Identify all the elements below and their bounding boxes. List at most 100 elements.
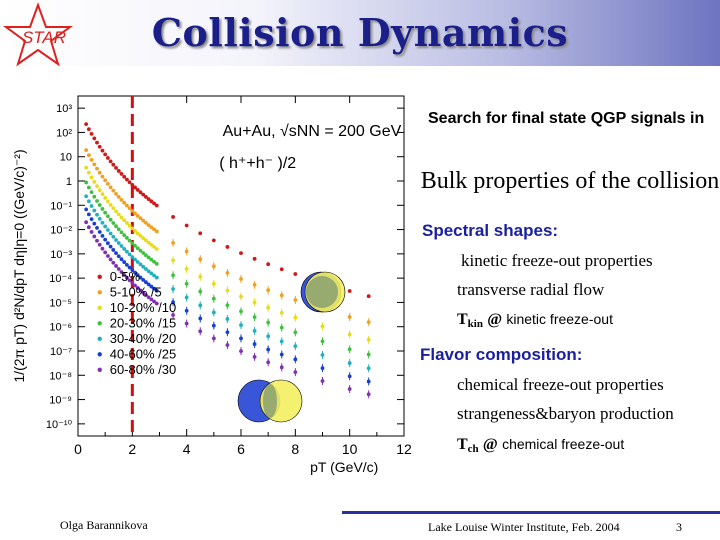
- data-point: [95, 140, 99, 145]
- data-point: [89, 217, 94, 222]
- data-point: [133, 211, 137, 216]
- data-point: [130, 255, 135, 259]
- data-point: [135, 286, 140, 290]
- data-point: [125, 275, 129, 280]
- data-point: [100, 233, 105, 238]
- data-point: [103, 224, 108, 229]
- data-point: [114, 251, 118, 256]
- data-point: [152, 201, 156, 206]
- data-point: [122, 260, 127, 264]
- legend-label: 40-60% /25: [110, 346, 177, 361]
- data-point: [133, 270, 137, 275]
- data-point: [89, 175, 94, 180]
- data-point: [293, 272, 298, 276]
- data-point: [119, 257, 124, 262]
- data-point: [127, 278, 132, 283]
- data-point: [152, 299, 156, 304]
- footer-divider: [342, 511, 720, 514]
- tch-subscript: ch: [467, 443, 479, 455]
- data-point: [103, 250, 108, 255]
- data-point: [119, 244, 124, 248]
- bulk-heading: Bulk properties of the collision: [420, 168, 720, 194]
- data-point: [127, 206, 132, 211]
- y-tick-label: 10⁻¹⁰: [46, 419, 73, 431]
- flavor-item-chemical: chemical freeze-out properties: [457, 375, 664, 394]
- data-point: [154, 301, 159, 306]
- data-point: [95, 199, 99, 203]
- data-point: [119, 197, 124, 202]
- data-point: [100, 207, 105, 211]
- data-point: [103, 237, 108, 242]
- data-point: [108, 231, 113, 236]
- y-tick-label: 10⁻⁶: [49, 322, 72, 334]
- data-point: [149, 297, 154, 302]
- data-point: [146, 223, 151, 228]
- x-tick-label: 4: [183, 441, 191, 457]
- data-point: [141, 218, 146, 223]
- data-point: [146, 282, 151, 287]
- data-point: [97, 242, 102, 247]
- tkin-line: Tkin @ kinetic freeze-out: [457, 309, 613, 330]
- data-point: [97, 170, 102, 175]
- data-point: [111, 234, 116, 239]
- data-point: [279, 267, 284, 272]
- legend-marker: [97, 367, 102, 373]
- spectral-heading: Spectral shapes:: [422, 221, 559, 240]
- data-point: [89, 190, 94, 195]
- data-point: [125, 236, 129, 240]
- tch-text: chemical freeze-out: [502, 436, 625, 452]
- data-point: [116, 241, 121, 245]
- flavor-heading: Flavor composition:: [420, 345, 583, 364]
- data-point: [89, 157, 94, 162]
- data-point: [92, 221, 97, 226]
- data-point: [84, 180, 89, 185]
- data-point: [86, 225, 91, 230]
- data-point: [149, 284, 154, 289]
- data-point: [154, 247, 159, 251]
- x-tick-label: 12: [396, 441, 412, 457]
- data-point: [95, 166, 99, 171]
- data-point: [225, 245, 230, 249]
- data-point: [119, 270, 124, 274]
- data-point: [111, 248, 116, 252]
- data-point: [138, 190, 143, 195]
- data-point: [95, 238, 99, 243]
- data-point: [95, 212, 99, 217]
- data-point: [116, 227, 121, 232]
- data-point: [133, 229, 137, 233]
- data-point: [127, 223, 132, 228]
- data-point: [108, 217, 113, 222]
- page-title: Collision Dynamics: [151, 10, 569, 55]
- data-point: [135, 260, 140, 264]
- spectral-item-kinetic: kinetic freeze-out properties: [461, 251, 653, 270]
- x-tick-label: 10: [342, 441, 358, 457]
- data-point: [97, 203, 102, 207]
- data-point: [108, 159, 113, 164]
- data-point: [100, 174, 105, 179]
- data-point: [105, 228, 110, 232]
- data-point: [92, 179, 97, 184]
- data-point: [171, 215, 175, 219]
- data-point: [97, 216, 102, 221]
- data-point: [135, 213, 140, 218]
- data-point: [149, 225, 154, 230]
- data-point: [92, 194, 97, 199]
- data-point: [154, 203, 159, 208]
- data-point: [146, 197, 151, 202]
- data-point: [97, 188, 102, 193]
- page-number: 3: [676, 520, 682, 534]
- data-point: [100, 192, 105, 197]
- data-point: [119, 230, 124, 235]
- chart-annotation-system: Au+Au, √sNN = 200 GeV: [223, 123, 402, 140]
- legend-label: 30-40% /20: [110, 331, 177, 346]
- legend-label: 60-80% /30: [110, 362, 177, 377]
- data-point: [111, 162, 116, 167]
- data-point: [105, 214, 110, 219]
- data-point: [152, 227, 156, 232]
- data-point: [84, 165, 89, 170]
- data-point: [154, 261, 159, 266]
- data-point: [114, 238, 118, 242]
- data-point: [138, 233, 143, 238]
- data-point: [347, 289, 352, 293]
